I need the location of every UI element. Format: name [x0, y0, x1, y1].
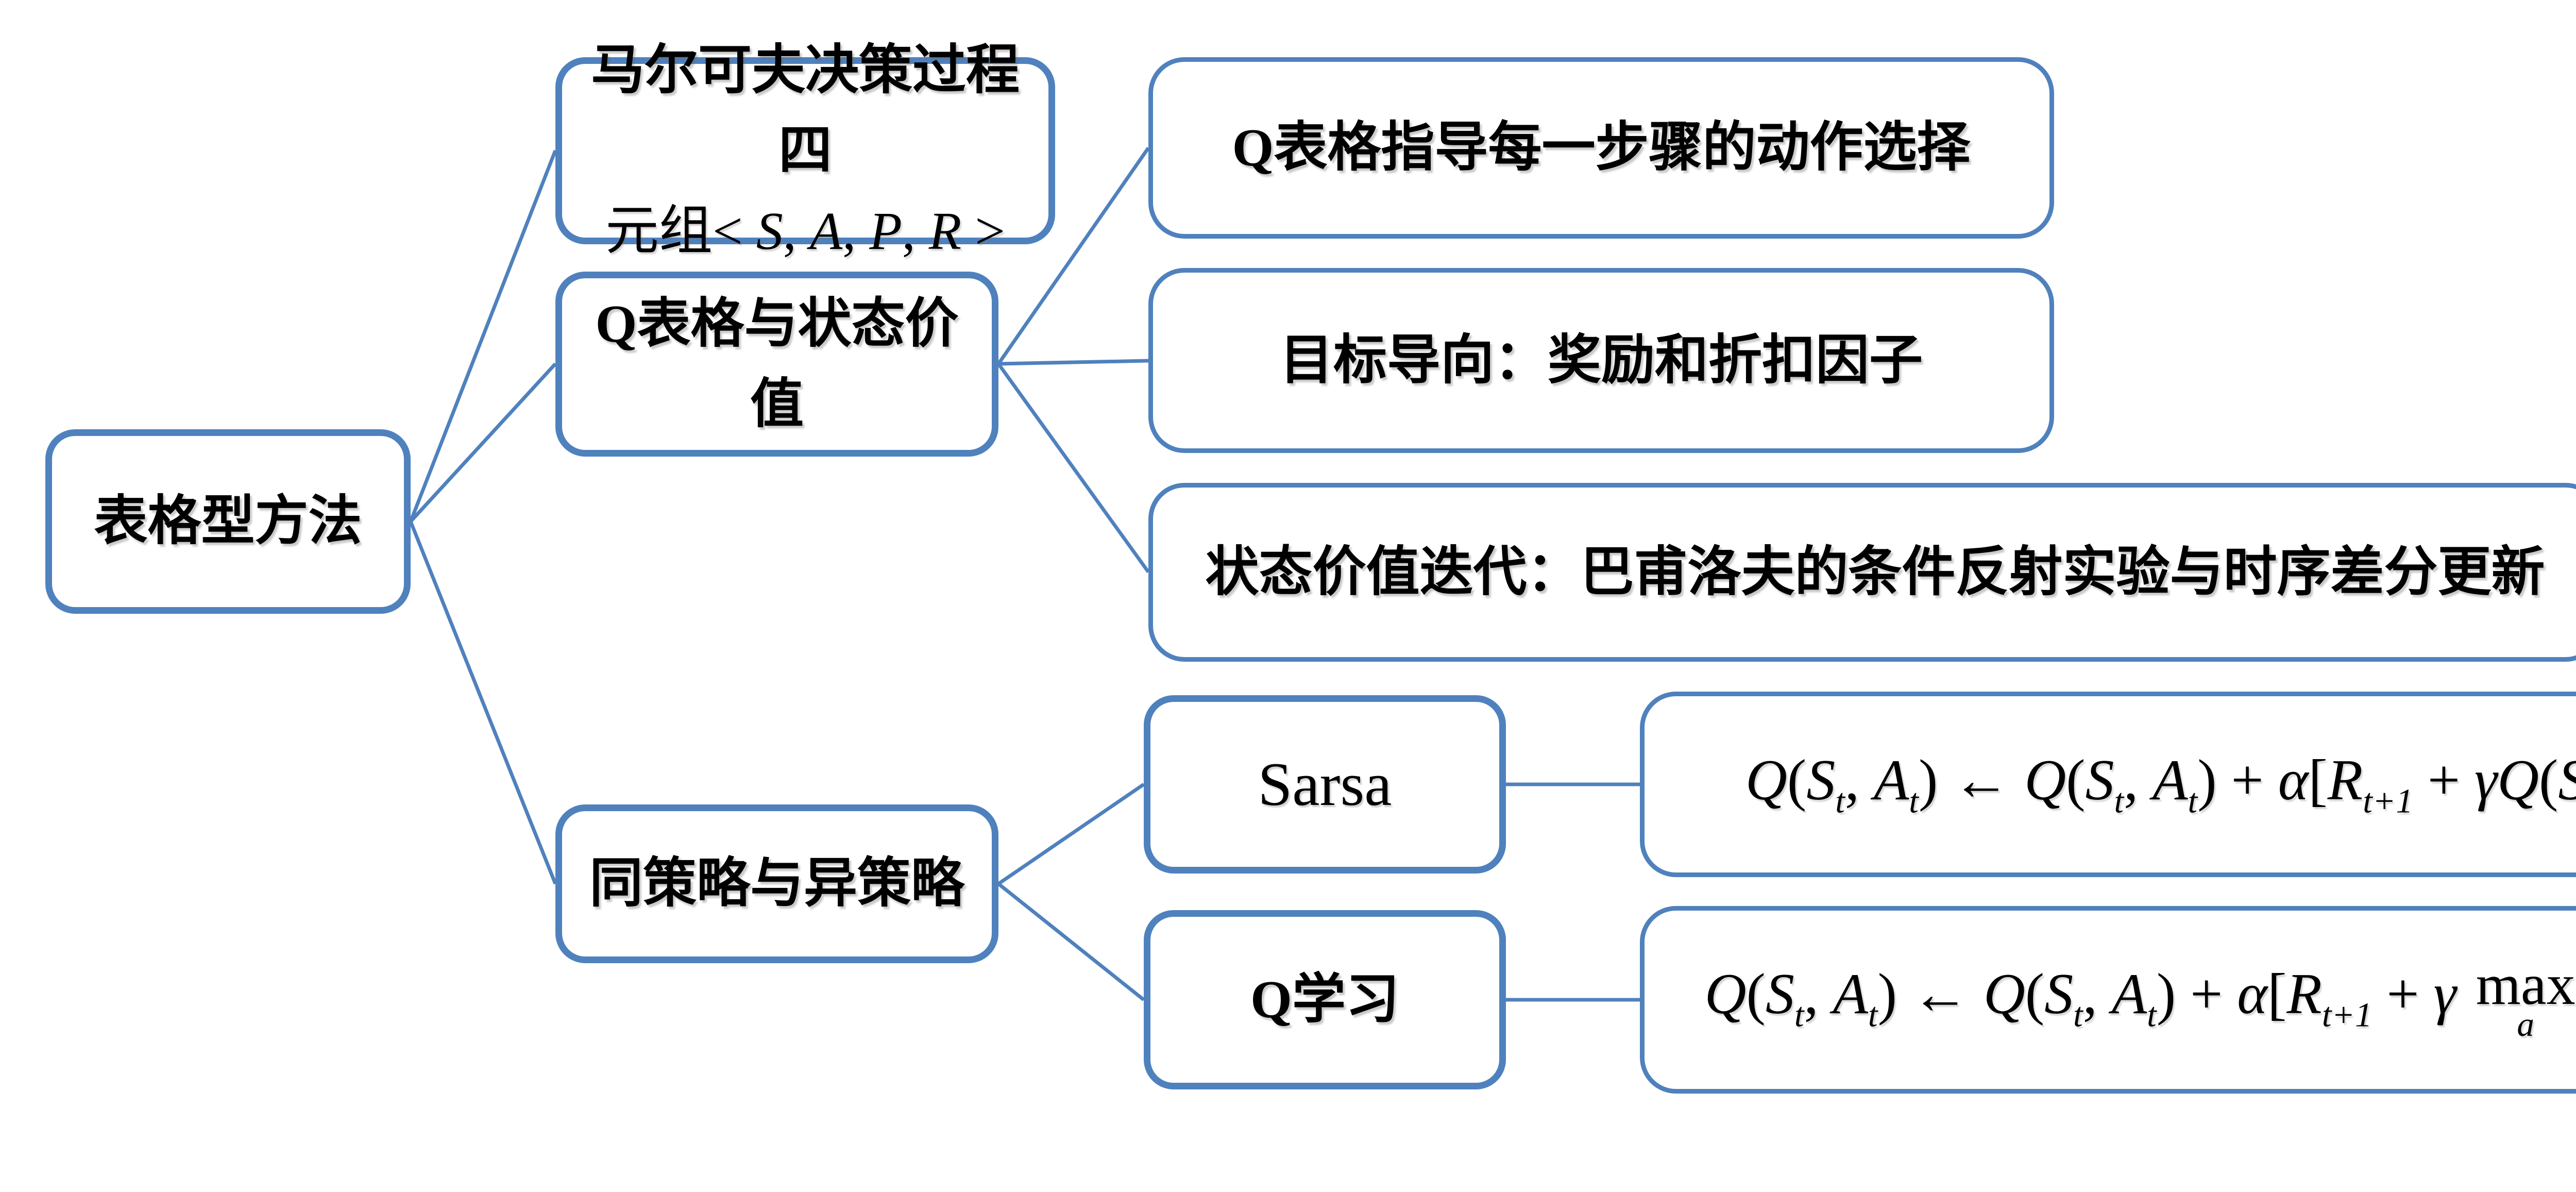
node-sarsa-label: Sarsa — [1258, 750, 1392, 818]
node-sarsa: Sarsa — [1144, 695, 1506, 874]
node-tabular-methods: 表格型方法 — [45, 429, 411, 614]
connector-policy-sarsa — [997, 783, 1145, 885]
mdp-line1: 马尔可夫决策过程四 — [590, 40, 1020, 180]
node-state-value-iteration-label: 状态价值迭代：巴甫洛夫的条件反射实验与时序差分更新 — [1205, 542, 2545, 602]
node-qtable-state-value-label: Q表格与状态价值 — [595, 294, 959, 434]
node-onpolicy-offpolicy: 同策略与异策略 — [555, 804, 998, 963]
node-qlearning: Q学习 — [1144, 910, 1506, 1089]
connector-root-qtable — [409, 362, 557, 523]
connector-root-mdp — [409, 149, 557, 523]
node-mdp-tuple: 马尔可夫决策过程四 元组< S, A, P, R > — [555, 41, 1055, 261]
node-qtable-guides-actions: Q表格指导每一步骤的动作选择 — [1148, 57, 2054, 239]
node-state-value-iteration: 状态价值迭代：巴甫洛夫的条件反射实验与时序差分更新 — [1148, 483, 2576, 662]
connector-qtable-goal — [998, 359, 1149, 366]
connector-qtable-guide — [997, 147, 1150, 365]
node-qtable-guides-actions-label: Q表格指导每一步骤的动作选择 — [1232, 118, 1971, 177]
connector-policy-qlearn — [997, 882, 1145, 1001]
node-qtable-state-value: Q表格与状态价值 — [555, 272, 998, 457]
connector-qtable-iter — [997, 362, 1150, 574]
node-goal-oriented-label: 目标导向：奖励和折扣因子 — [1279, 330, 1923, 390]
mdp-line2: 元组< S, A, P, R > — [605, 201, 1005, 261]
node-qlearning-label: Q学习 — [1250, 970, 1399, 1029]
node-tabular-methods-label: 表格型方法 — [94, 492, 362, 551]
node-sarsa-update-formula: Q(St, At) ← Q(St, At) + α[Rt+1 + γQ(St+1… — [1640, 692, 2576, 877]
sarsa-update-formula: Q(St, At) ← Q(St, At) + α[Rt+1 + γQ(St+1… — [1745, 748, 2576, 820]
node-mdp-tuple-label: 马尔可夫决策过程四 元组< S, A, P, R > — [562, 30, 1048, 272]
connector-root-policy — [409, 521, 557, 885]
node-goal-oriented: 目标导向：奖励和折扣因子 — [1148, 268, 2054, 453]
node-onpolicy-offpolicy-label: 同策略与异策略 — [589, 854, 964, 913]
